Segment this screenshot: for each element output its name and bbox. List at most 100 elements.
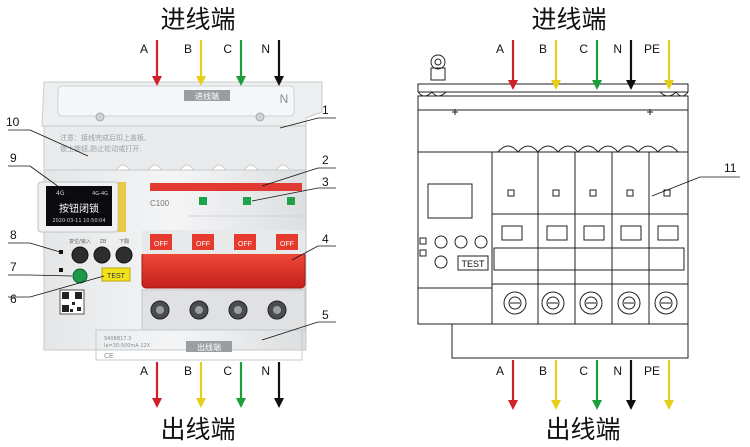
right-panel: 进线端 出线端 [417,5,740,444]
button-label-zb: ZB [100,239,107,245]
callout-5: 5 [322,308,329,322]
led-8-icon [59,250,63,254]
button-label-reset: 复位/输入 [69,238,91,245]
wire-arrow-a [508,400,518,410]
wire-arrow-n [626,400,636,410]
lcd-small-left: 4G [56,190,65,197]
qr-code-icon [59,289,85,315]
n-mark: N [280,92,289,106]
outlet-tag: 出线端 [197,342,221,352]
wire-arrow-n [274,76,284,86]
phase-label-pe: PE [644,42,660,56]
wire-arrow-c [592,80,602,90]
outlet-tag-box [186,341,232,352]
lcd-small-right: 4G-4G [92,191,108,197]
right-outlet-title: 出线端 [545,415,620,444]
wire-arrow-n [274,398,284,408]
callout-10: 10 [6,115,20,129]
phase-label-n: N [261,364,270,378]
inlet-tag: 进线端 [195,91,219,101]
lock-knob-icon [430,54,446,70]
down-button[interactable] [115,246,133,264]
left-inlet-title: 进线端 [160,5,235,34]
callout-4: 4 [322,232,329,246]
reset-button[interactable] [71,246,89,264]
terminal-cover [57,85,295,117]
test-button-label: TEST [107,273,126,280]
operating-handle-bank[interactable] [141,251,306,289]
right-inlet-title: 进线端 [531,5,606,34]
off-label-1: OFF [154,241,168,248]
phase-label-b: B [184,364,192,378]
right-test-button[interactable] [457,255,489,271]
phase-label-c: C [579,364,588,378]
phase-label-c: C [579,42,588,56]
left-panel: 进线端 出线端 进线端 N 注意：接线完成后扣上盖板, 锁上锁钮,防止松动或打开… [6,5,336,444]
red-indicator-strip [150,183,302,191]
green-lock-button[interactable] [72,268,88,284]
lcd-screen [46,186,112,226]
spec-line-2: Ia=30-500mA 12X [104,343,151,349]
lcd-status: 按钮闭锁 [59,202,99,215]
callout-6: 6 [10,292,17,306]
phase-label-a: A [140,42,148,56]
left-outlet-title: 出线端 [160,415,235,444]
off-label-2: OFF [196,241,210,248]
lcd-side-bar [118,182,126,232]
wire-arrow-b [196,76,206,86]
phase-label-a: A [140,364,148,378]
wire-arrow-c [592,400,602,410]
phase-label-n: N [613,364,622,378]
test-button[interactable] [101,267,131,282]
right-test-label: TEST [461,259,485,269]
notice-line-2: 锁上锁钮,防止松动或打开. [60,144,141,153]
left-callouts-left [8,129,105,298]
wire-arrow-a [152,76,162,86]
wire-arrow-c [236,76,246,86]
led-7-icon [59,268,63,272]
terminal-screw-icon [503,291,678,315]
phase-label-a: A [496,364,504,378]
phase-label-b: B [539,42,547,56]
wire-arrow-b [551,80,561,90]
phase-label-pe: PE [644,364,660,378]
button-label-down: 下翻 [119,238,129,245]
left-callouts-right [251,117,336,341]
right-callout [651,176,740,197]
phase-label-a: A [496,42,504,56]
bottom-housing [95,329,303,361]
wire-arrow-n [626,80,636,90]
lcd-date: 2020-03-11 10:50:04 [52,218,105,224]
phase-label-n: N [613,42,622,56]
callout-1: 1 [322,103,329,117]
off-label-4: OFF [280,241,294,248]
spec-line-1: S408B17.3 [104,336,131,342]
wire-arrow-pe [664,400,674,410]
right-inlet-wires: A B C N PE [496,40,674,90]
breaker-device: 进线端 N 注意：接线完成后扣上盖板, 锁上锁钮,防止松动或打开. 4G 4G-… [37,81,323,361]
wire-arrow-pe [664,80,674,90]
breaker-line-drawing [417,54,689,359]
model-label: C100 [150,199,170,208]
off-label-3: OFF [238,241,252,248]
callout-7: 7 [10,260,17,274]
zb-button[interactable] [93,246,111,264]
wire-arrow-a [152,398,162,408]
phase-label-c: C [223,364,232,378]
callout-8: 8 [10,228,17,242]
phase-label-c: C [223,42,232,56]
ce-mark: CE [104,353,114,360]
off-handles [150,234,298,250]
notice-line-1: 注意：接线完成后扣上盖板, [60,133,146,142]
phase-label-n: N [261,42,270,56]
screw-icon [95,112,265,122]
right-outlet-wires: A B C N PE [496,360,674,410]
wire-arrow-c [236,398,246,408]
callout-9: 9 [10,151,17,165]
phase-label-b: B [184,42,192,56]
phase-label-b: B [539,364,547,378]
inlet-tag-box [184,90,230,101]
